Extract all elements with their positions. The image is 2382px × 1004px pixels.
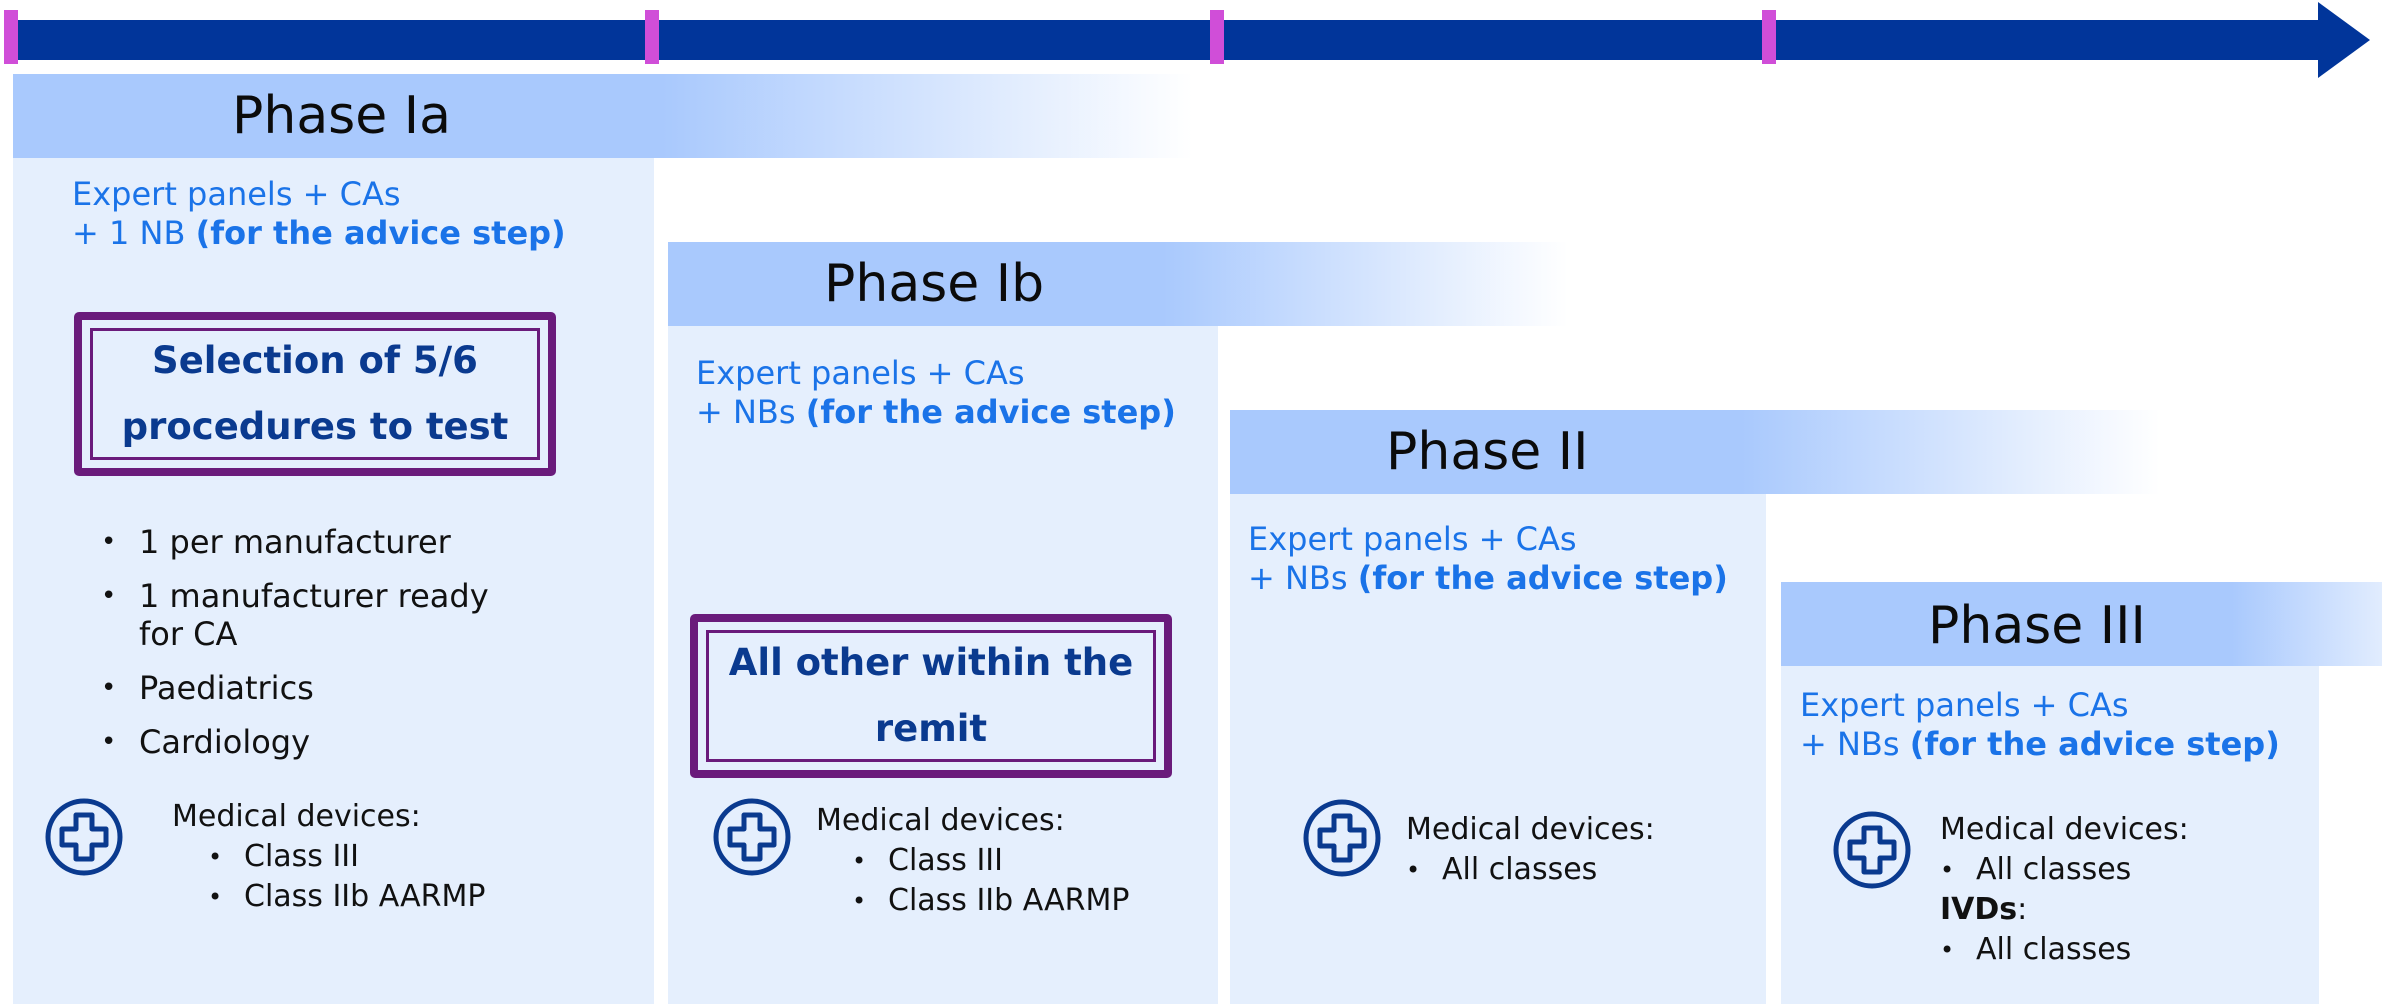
timeline-tick — [1762, 10, 1776, 64]
phase-iii-header — [1781, 582, 2382, 666]
phase-iii-participants: Expert panels + CAs + NBs (for the advic… — [1800, 686, 2280, 764]
device-class: All classes — [1406, 850, 1655, 890]
list-item: 1 per manufacturer — [101, 523, 531, 561]
medical-cross-icon — [44, 797, 124, 877]
device-class: Class III — [852, 841, 1129, 881]
participants-note: (for the advice step) — [1357, 559, 1728, 597]
phase-ib-participants: Expert panels + CAs + NBs (for the advic… — [696, 354, 1176, 432]
device-class: Class IIb AARMP — [852, 881, 1129, 921]
ivd-label: IVDs — [1940, 892, 2018, 927]
device-class: Class III — [208, 837, 485, 877]
participants-prefix: + NBs — [1248, 559, 1348, 597]
participants-line-1: Expert panels + CAs — [1248, 520, 1577, 558]
timeline-tick — [1210, 10, 1224, 64]
phase-ia-participants: Expert panels + CAs + 1 NB (for the advi… — [72, 175, 566, 253]
ivd-class: All classes — [1940, 930, 2189, 970]
list-item: 1 manufacturer ready for CA — [101, 577, 499, 653]
ivd-heading: IVDs: — [1940, 890, 2189, 930]
devices-heading: Medical devices: — [1940, 812, 2189, 847]
phase-ii-header — [1230, 410, 2160, 494]
phase-ib-header — [668, 242, 1568, 326]
timeline-arrow-head — [2318, 2, 2370, 78]
list-item: Paediatrics — [101, 669, 531, 707]
participants-line-2: + 1 NB (for the advice step) — [72, 214, 566, 253]
box-text: Selection of 5/6 procedures to test — [122, 328, 509, 460]
list-item: Cardiology — [101, 723, 531, 761]
phase-ia-criteria-list: 1 per manufacturer 1 manufacturer ready … — [101, 523, 531, 761]
phase-ib-title: Phase Ib — [824, 254, 1045, 314]
timeline-tick — [4, 10, 18, 64]
phase-ib-devices: Medical devices: Class III Class IIb AAR… — [816, 801, 1129, 921]
participants-line-1: Expert panels + CAs — [696, 354, 1025, 392]
phase-ii-title: Phase II — [1386, 422, 1589, 482]
devices-heading: Medical devices: — [816, 803, 1065, 838]
phase-ia-devices: Medical devices: Class III Class IIb AAR… — [172, 797, 485, 917]
participants-line-2: + NBs (for the advice step) — [1248, 559, 1728, 598]
participants-line-1: Expert panels + CAs — [1800, 686, 2129, 724]
box-inner-frame: Selection of 5/6 procedures to test — [90, 328, 540, 460]
phase-iii-devices: Medical devices: All classes IVDs: All c… — [1940, 810, 2189, 970]
box-line: Selection of 5/6 — [152, 339, 478, 382]
participants-prefix: + NBs — [1800, 725, 1900, 763]
phase-ia-title: Phase Ia — [232, 86, 451, 146]
box-line: procedures to test — [121, 405, 509, 448]
phase-ii-devices: Medical devices: All classes — [1406, 810, 1655, 890]
timeline-arrow-bar — [10, 20, 2330, 60]
participants-line-2: + NBs (for the advice step) — [696, 393, 1176, 432]
phase-ia-header — [13, 74, 1193, 158]
devices-heading: Medical devices: — [1406, 812, 1655, 847]
device-class: All classes — [1940, 850, 2189, 890]
participants-line-1: Expert panels + CAs — [72, 175, 401, 213]
box-text: All other within the remit — [729, 630, 1133, 762]
box-line: remit — [874, 707, 988, 750]
medical-cross-icon — [1302, 798, 1382, 878]
timeline-tick — [645, 10, 659, 64]
phase-ii-participants: Expert panels + CAs + NBs (for the advic… — [1248, 520, 1728, 598]
phase-ii-panel — [1230, 494, 1766, 1004]
box-inner-frame: All other within the remit — [706, 630, 1156, 762]
participants-note: (for the advice step) — [1909, 725, 2280, 763]
phase-iii-title: Phase III — [1928, 596, 2146, 656]
phase-ib-scope-box: All other within the remit — [690, 614, 1172, 778]
participants-prefix: + 1 NB — [72, 214, 186, 252]
participants-line-2: + NBs (for the advice step) — [1800, 725, 2280, 764]
medical-cross-icon — [1832, 810, 1912, 890]
box-line: All other within the — [728, 641, 1134, 684]
devices-heading: Medical devices: — [172, 799, 421, 834]
participants-note: (for the advice step) — [805, 393, 1176, 431]
device-class: Class IIb AARMP — [208, 877, 485, 917]
participants-prefix: + NBs — [696, 393, 796, 431]
ivd-colon: : — [2017, 892, 2028, 927]
phase-ia-selection-box: Selection of 5/6 procedures to test — [74, 312, 556, 476]
participants-note: (for the advice step) — [195, 214, 566, 252]
medical-cross-icon — [712, 797, 792, 877]
